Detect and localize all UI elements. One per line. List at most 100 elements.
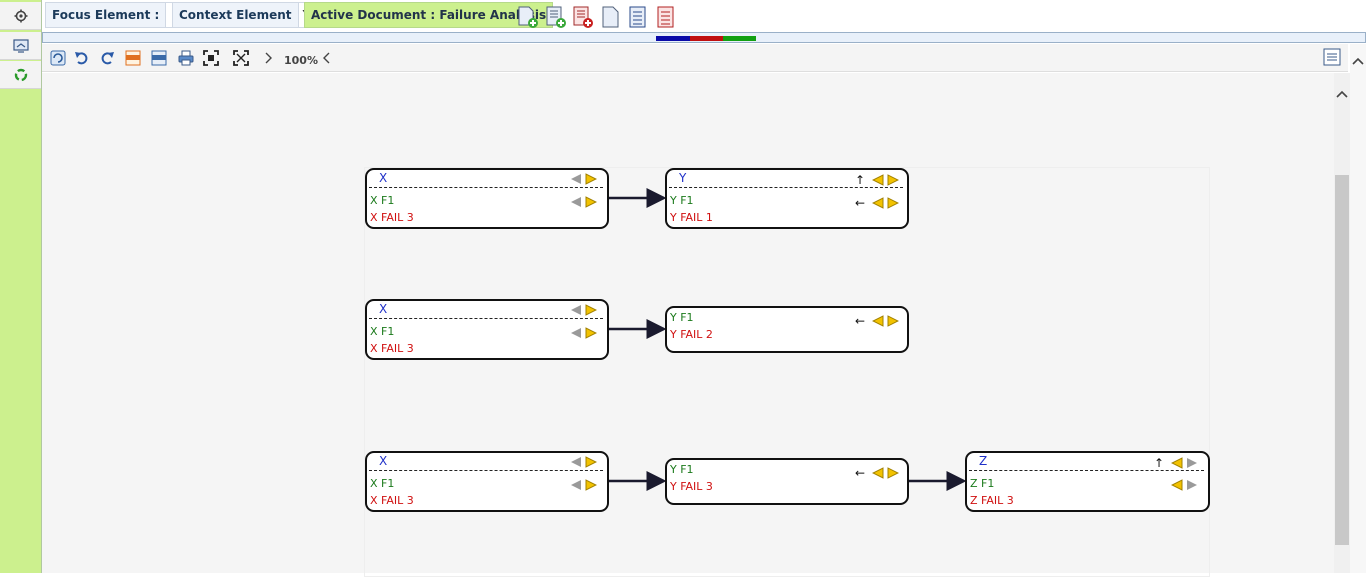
node-title: X bbox=[379, 171, 388, 185]
expand-left-icon[interactable] bbox=[872, 174, 884, 186]
node-function: X F1 bbox=[370, 325, 395, 338]
fit-screen-icon[interactable] bbox=[203, 50, 219, 66]
expand-left-icon[interactable] bbox=[570, 479, 582, 491]
top-header: Focus Element : Y Context Element Y Acti… bbox=[42, 0, 1366, 32]
expand-right-icon[interactable] bbox=[585, 173, 597, 185]
expand-left-icon[interactable] bbox=[872, 467, 884, 479]
node-failure: Y FAIL 1 bbox=[670, 211, 713, 224]
node-separator bbox=[369, 187, 603, 188]
node-failure: Y FAIL 2 bbox=[670, 328, 713, 341]
outer-scrollbar[interactable] bbox=[1350, 44, 1366, 573]
expand-right-icon[interactable] bbox=[585, 327, 597, 339]
arrow-up-icon[interactable]: ↑ bbox=[854, 173, 865, 187]
expand-left-icon[interactable] bbox=[570, 327, 582, 339]
node-function: X F1 bbox=[370, 194, 395, 207]
node-title: Y bbox=[679, 171, 687, 185]
export-svg-icon[interactable] bbox=[125, 50, 141, 66]
node-y-row2[interactable]: Y F1 Y FAIL 2 ← bbox=[665, 306, 909, 353]
node-function: Y F1 bbox=[670, 311, 694, 324]
node-function: Y F1 bbox=[670, 463, 694, 476]
arrow-left-icon[interactable]: ← bbox=[854, 314, 865, 328]
redo-icon[interactable] bbox=[99, 50, 115, 66]
canvas-scrollbar-thumb[interactable] bbox=[1335, 175, 1349, 545]
status-strip bbox=[42, 32, 1366, 43]
expand-right-icon[interactable] bbox=[887, 315, 899, 327]
node-failure: Z FAIL 3 bbox=[970, 494, 1014, 507]
expand-right-icon[interactable] bbox=[585, 304, 597, 316]
expand-right-icon[interactable] bbox=[1186, 457, 1198, 469]
node-separator bbox=[369, 318, 603, 319]
expand-left-icon[interactable] bbox=[872, 315, 884, 327]
strip-segment-red bbox=[690, 36, 723, 41]
node-y-row3[interactable]: Y F1 Y FAIL 3 ← bbox=[665, 458, 909, 505]
focus-element-label: Focus Element : bbox=[52, 8, 160, 22]
node-failure: X FAIL 3 bbox=[370, 494, 414, 507]
context-element-label: Context Element bbox=[179, 8, 292, 22]
expand-left-icon[interactable] bbox=[570, 456, 582, 468]
left-sidebar bbox=[0, 0, 42, 573]
undo-icon[interactable] bbox=[74, 50, 90, 66]
zoom-out-chevron-icon[interactable] bbox=[319, 50, 335, 66]
strip-segment-green bbox=[723, 36, 756, 41]
expand-right-icon[interactable] bbox=[887, 174, 899, 186]
node-failure: X FAIL 3 bbox=[370, 342, 414, 355]
expand-left-icon[interactable] bbox=[570, 196, 582, 208]
print-icon[interactable] bbox=[178, 50, 194, 66]
new-list-document-icon[interactable] bbox=[545, 5, 567, 29]
expand-right-icon[interactable] bbox=[585, 196, 597, 208]
expand-right-icon[interactable] bbox=[887, 197, 899, 209]
node-title: X bbox=[379, 302, 388, 316]
active-document-label: Active Document : Failure Analysis bbox=[304, 2, 554, 28]
node-x-row3[interactable]: X X F1 X FAIL 3 bbox=[365, 451, 609, 512]
list-document-icon[interactable] bbox=[627, 5, 649, 29]
screen-view-button[interactable] bbox=[0, 32, 41, 60]
strip-segment-blue bbox=[656, 36, 690, 41]
chevron-up-icon[interactable] bbox=[1352, 56, 1364, 66]
scroll-up-icon[interactable] bbox=[1336, 89, 1348, 99]
properties-panel-icon[interactable] bbox=[1323, 48, 1341, 66]
arrow-left-icon[interactable]: ← bbox=[854, 196, 865, 210]
zoom-in-chevron-icon[interactable] bbox=[261, 50, 277, 66]
node-failure: Y FAIL 3 bbox=[670, 480, 713, 493]
expand-left-icon[interactable] bbox=[570, 173, 582, 185]
recycle-icon bbox=[14, 68, 27, 81]
arrow-left-icon[interactable]: ← bbox=[854, 466, 865, 480]
expand-right-icon[interactable] bbox=[887, 467, 899, 479]
diagram-toolbar: 100% bbox=[42, 44, 1348, 72]
node-z-row3[interactable]: Z Z F1 Z FAIL 3 ↑ bbox=[965, 451, 1210, 512]
expand-left-icon[interactable] bbox=[872, 197, 884, 209]
expand-right-icon[interactable] bbox=[585, 479, 597, 491]
refresh-cycle-button[interactable] bbox=[0, 61, 41, 89]
node-function: Z F1 bbox=[970, 477, 995, 490]
failure-list-document-icon[interactable] bbox=[655, 5, 677, 29]
node-separator bbox=[669, 187, 903, 188]
gear-icon bbox=[14, 9, 27, 22]
node-separator bbox=[969, 470, 1204, 471]
context-element-box[interactable]: Context Element Y bbox=[172, 2, 315, 28]
node-x-row2[interactable]: X X F1 X FAIL 3 bbox=[365, 299, 609, 360]
node-separator bbox=[369, 470, 603, 471]
export-png-icon[interactable] bbox=[151, 50, 167, 66]
expand-left-icon[interactable] bbox=[1171, 457, 1183, 469]
blank-document-icon[interactable] bbox=[600, 5, 622, 29]
node-x-row1[interactable]: X X F1 X FAIL 3 bbox=[365, 168, 609, 229]
expand-right-icon[interactable] bbox=[585, 456, 597, 468]
node-failure: X FAIL 3 bbox=[370, 211, 414, 224]
expand-left-icon[interactable] bbox=[1171, 479, 1183, 491]
focus-element-box[interactable]: Focus Element : Y bbox=[45, 2, 187, 28]
zoom-level: 100% bbox=[284, 54, 318, 67]
expand-left-icon[interactable] bbox=[570, 304, 582, 316]
expand-right-icon[interactable] bbox=[1186, 479, 1198, 491]
monitor-icon bbox=[12, 38, 29, 53]
node-function: Y F1 bbox=[670, 194, 694, 207]
settings-button[interactable] bbox=[0, 2, 41, 30]
node-y-row1[interactable]: Y Y F1 Y FAIL 1 ↑ ← bbox=[665, 168, 909, 229]
node-title: X bbox=[379, 454, 388, 468]
fullscreen-icon[interactable] bbox=[233, 50, 249, 66]
node-title: Z bbox=[979, 454, 988, 468]
new-failure-document-icon[interactable] bbox=[572, 5, 594, 29]
refresh-icon[interactable] bbox=[50, 50, 66, 66]
new-document-icon[interactable] bbox=[517, 5, 539, 29]
arrow-up-icon[interactable]: ↑ bbox=[1153, 456, 1164, 470]
node-function: X F1 bbox=[370, 477, 395, 490]
